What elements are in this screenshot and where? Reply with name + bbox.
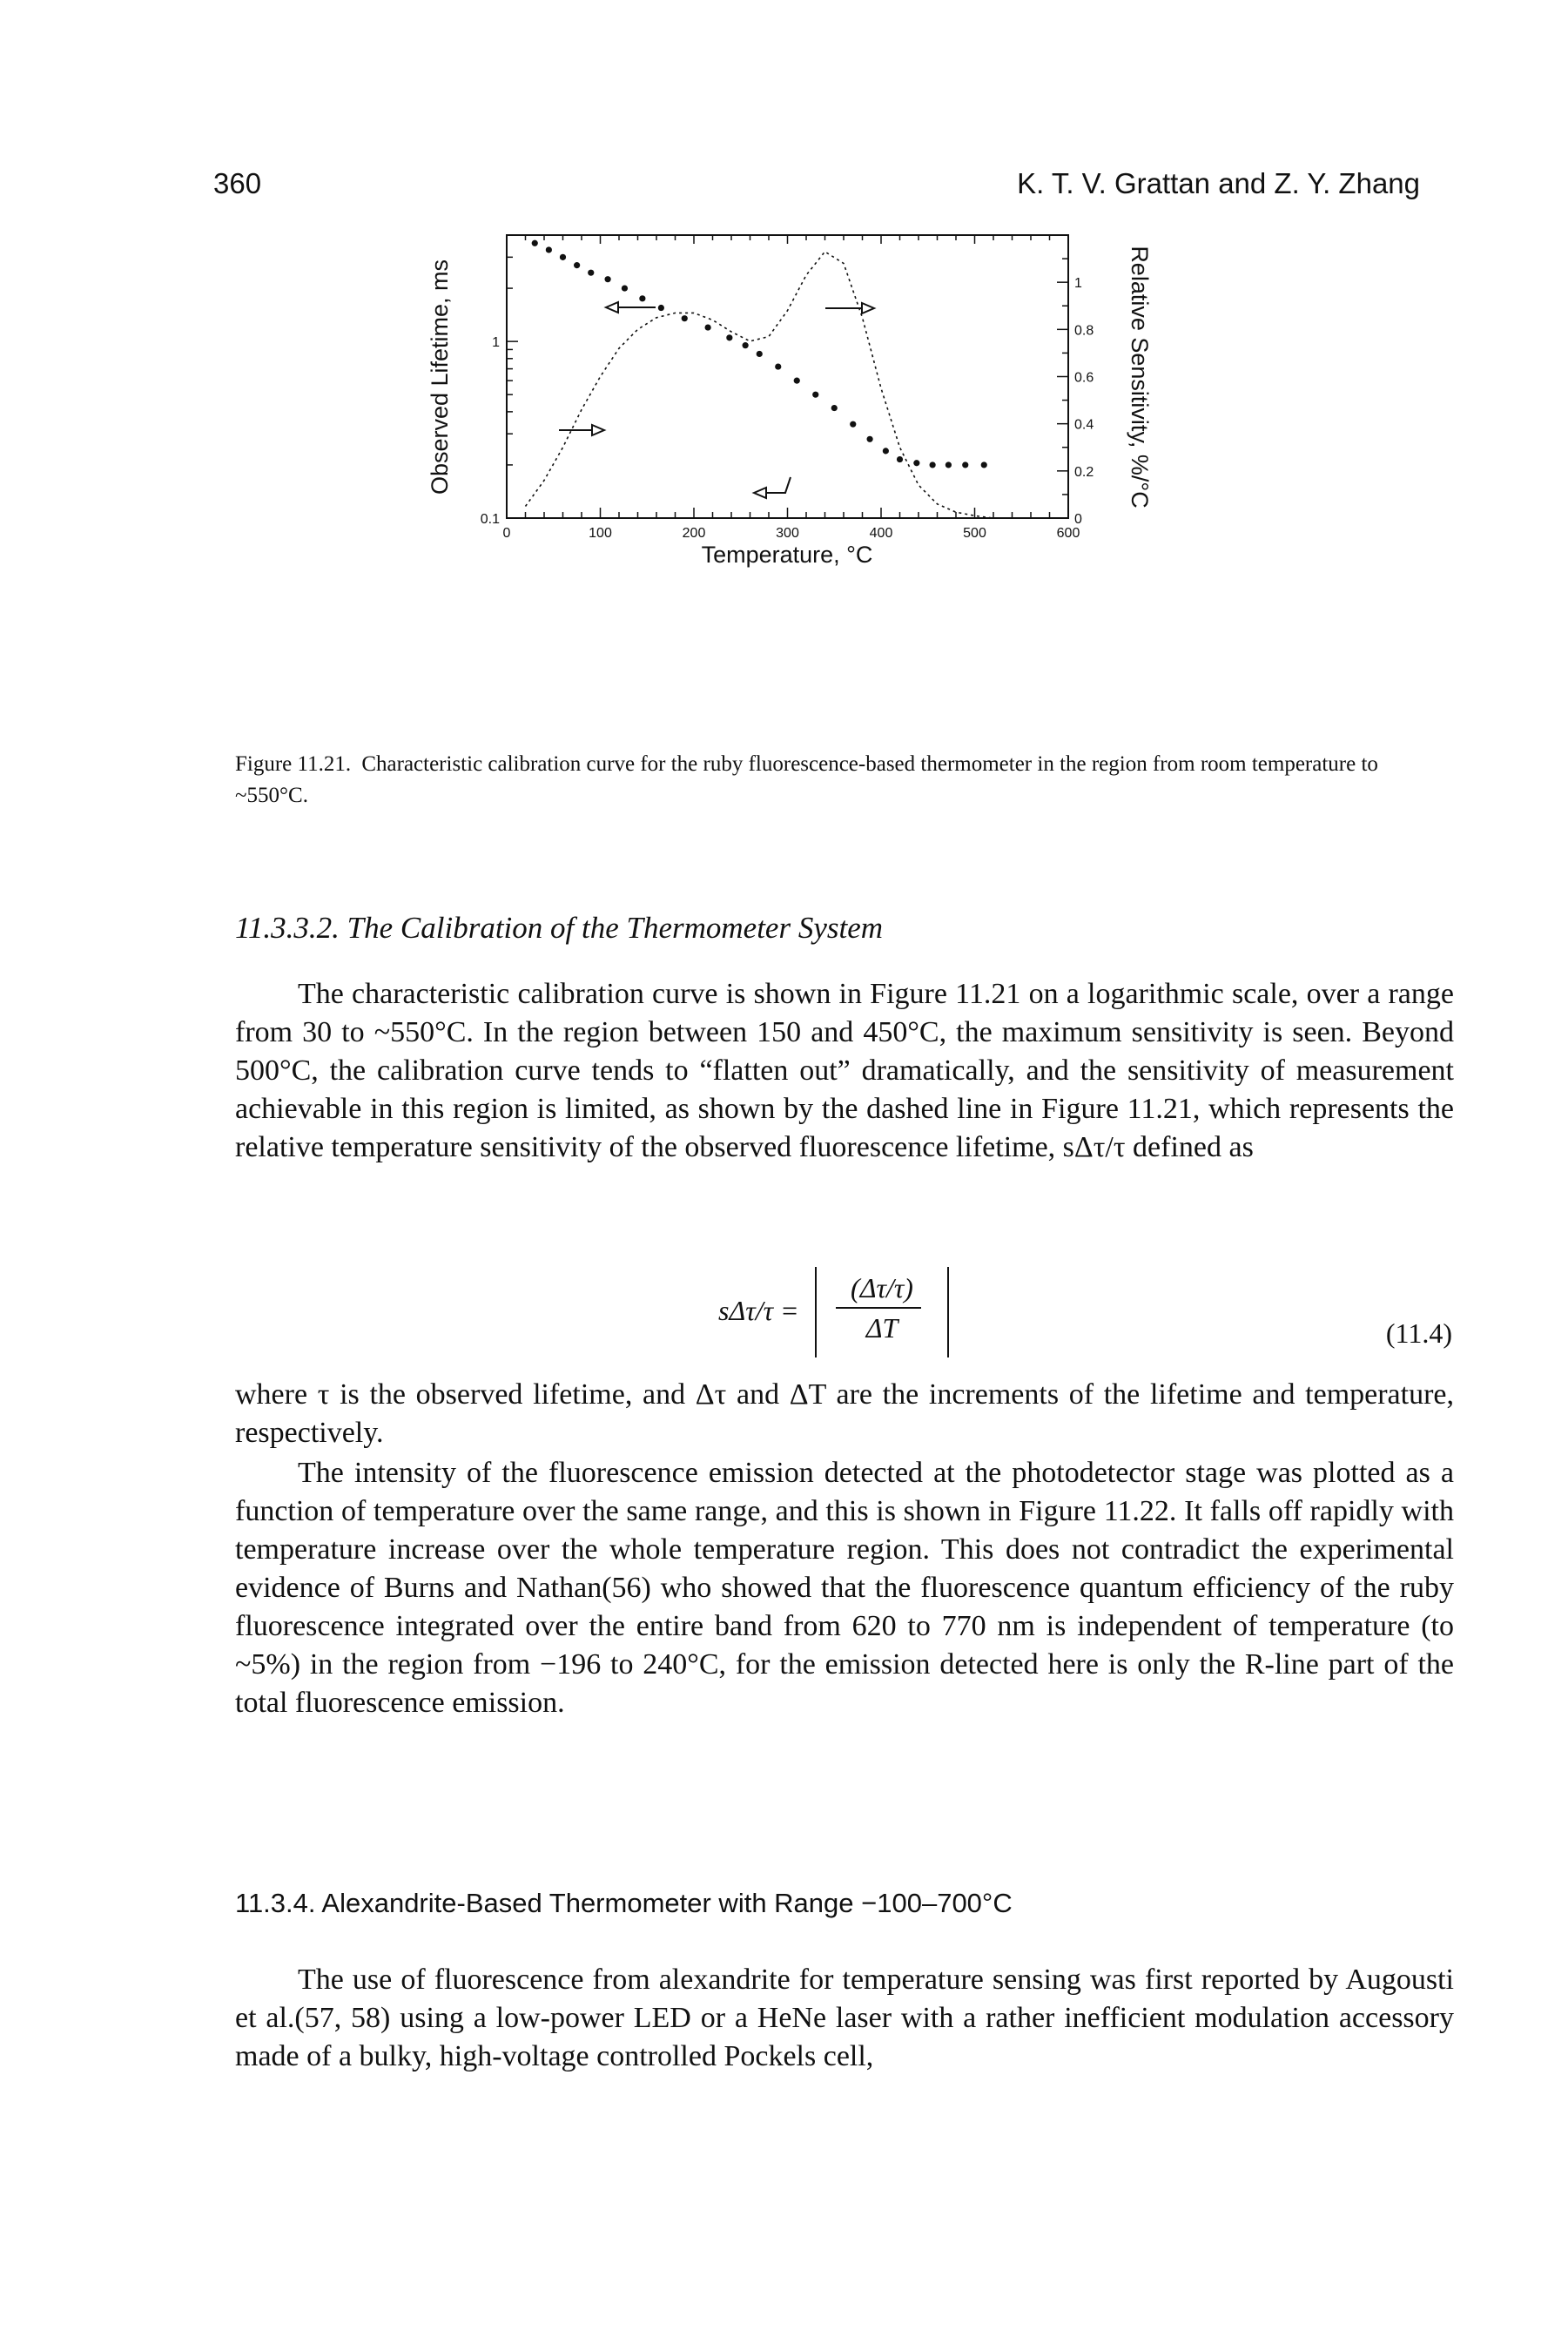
lifetime-data-point <box>681 315 688 322</box>
lifetime-data-point <box>621 285 629 292</box>
paragraph-alexandrite: The use of fluorescence from alexandrite… <box>235 1961 1454 2076</box>
arrow-to-right-axis-icon <box>825 301 877 315</box>
lifetime-data-point <box>604 276 611 283</box>
x-axis-title: Temperature, °C <box>702 542 873 568</box>
lifetime-data-point <box>913 460 920 467</box>
lifetime-data-point <box>756 350 763 358</box>
paragraph-text: The use of fluorescence from alexandrite… <box>235 1964 1454 2072</box>
equation-number: (11.4) <box>1385 1317 1452 1349</box>
left-tick-label: 1 <box>492 335 500 350</box>
fraction-bar <box>836 1307 921 1309</box>
lifetime-data-point <box>657 304 664 312</box>
equation-lhs: sΔτ/τ = <box>718 1295 799 1326</box>
arrow-to-left-axis-icon <box>751 476 791 500</box>
lifetime-data-point <box>850 421 857 428</box>
lifetime-data-point <box>793 377 800 384</box>
right-tick-label: 1 <box>1074 276 1082 291</box>
x-tick-label: 600 <box>1057 526 1080 541</box>
x-tick-label: 500 <box>963 526 986 541</box>
lifetime-data-point <box>545 246 552 253</box>
x-axis-ticks: 0 100 200 300 400 500 600 <box>503 235 1080 541</box>
paragraph-text: The intensity of the fluorescence emissi… <box>235 1457 1454 1719</box>
right-tick-label: 0.8 <box>1074 323 1094 338</box>
paragraph-calibration: The characteristic calibration curve is … <box>235 975 1454 1167</box>
plot-frame <box>506 234 1069 519</box>
lifetime-data-point <box>639 295 646 302</box>
lifetime-data-point <box>945 461 952 468</box>
right-axis-title: Relative Sensitivity, %/°C <box>1127 246 1153 508</box>
right-tick-label: 0 <box>1074 512 1082 527</box>
lifetime-data-point <box>866 435 873 442</box>
x-tick-label: 100 <box>589 526 612 541</box>
right-tick-label: 0.2 <box>1074 465 1094 480</box>
paragraph-intensity: The intensity of the fluorescence emissi… <box>235 1454 1454 1722</box>
lifetime-data-point <box>742 342 749 349</box>
equation-numerator: (Δτ/τ) <box>851 1272 913 1303</box>
left-axis-title: Observed Lifetime, ms <box>427 259 453 495</box>
x-tick-label: 300 <box>776 526 799 541</box>
lifetime-data-point <box>962 461 969 468</box>
left-axis-ticks: 0.11 <box>481 234 518 527</box>
page-number: 360 <box>213 167 262 199</box>
x-tick-label: 200 <box>683 526 706 541</box>
x-tick-label: 0 <box>503 526 511 541</box>
lifetime-data-point <box>574 262 581 269</box>
paragraph-text: where τ is the observed lifetime, and Δτ… <box>235 1378 1454 1449</box>
right-axis-ticks: 0 0.2 0.4 0.6 0.8 1 <box>1057 234 1094 527</box>
arrow-to-right-axis-icon <box>559 423 607 437</box>
equation-denominator: ΔT <box>865 1312 898 1344</box>
lifetime-data-point <box>882 448 889 455</box>
lifetime-data-point <box>929 461 936 468</box>
arrow-to-left-axis-icon <box>603 300 656 314</box>
lifetime-data-point <box>559 253 567 260</box>
lifetime-data-point <box>704 324 711 331</box>
lifetime-data-point <box>812 391 819 398</box>
figure-caption-text: Characteristic calibration curve for the… <box>235 752 1378 807</box>
lifetime-data-point <box>588 269 595 276</box>
lifetime-data-point <box>980 461 987 468</box>
figure-caption: Figure 11.21. Characteristic calibration… <box>235 749 1454 812</box>
lifetime-data-point <box>726 334 733 341</box>
subsection-heading: 11.3.3.2. The Calibration of the Thermom… <box>235 911 884 945</box>
lifetime-dots <box>531 239 987 468</box>
running-head-authors: K. T. V. Grattan and Z. Y. Zhang <box>1017 167 1420 199</box>
paragraph-text: The characteristic calibration curve is … <box>235 978 1454 1163</box>
equation-absolute-value: (Δτ/τ) ΔT <box>815 1267 949 1357</box>
running-head: 360 K. T. V. Grattan and Z. Y. Zhang <box>213 167 1420 205</box>
lifetime-data-point <box>896 455 904 463</box>
lifetime-data-point <box>775 363 782 370</box>
figure-label: Figure 11.21. <box>235 752 352 776</box>
lifetime-data-point <box>831 404 838 412</box>
paragraph-definitions: where τ is the observed lifetime, and Δτ… <box>235 1376 1454 1452</box>
equation-11-4: sΔτ/τ = (Δτ/τ) ΔT (11.4) <box>235 1267 1454 1363</box>
right-tick-label: 0.4 <box>1074 418 1094 433</box>
lifetime-data-point <box>531 239 538 246</box>
left-tick-label: 0.1 <box>481 512 500 527</box>
x-tick-label: 400 <box>870 526 893 541</box>
sensitivity-dashed-line <box>524 250 1013 519</box>
section-heading: 11.3.4. Alexandrite-Based Thermometer wi… <box>235 1888 1013 1918</box>
right-tick-label: 0.6 <box>1074 371 1094 386</box>
